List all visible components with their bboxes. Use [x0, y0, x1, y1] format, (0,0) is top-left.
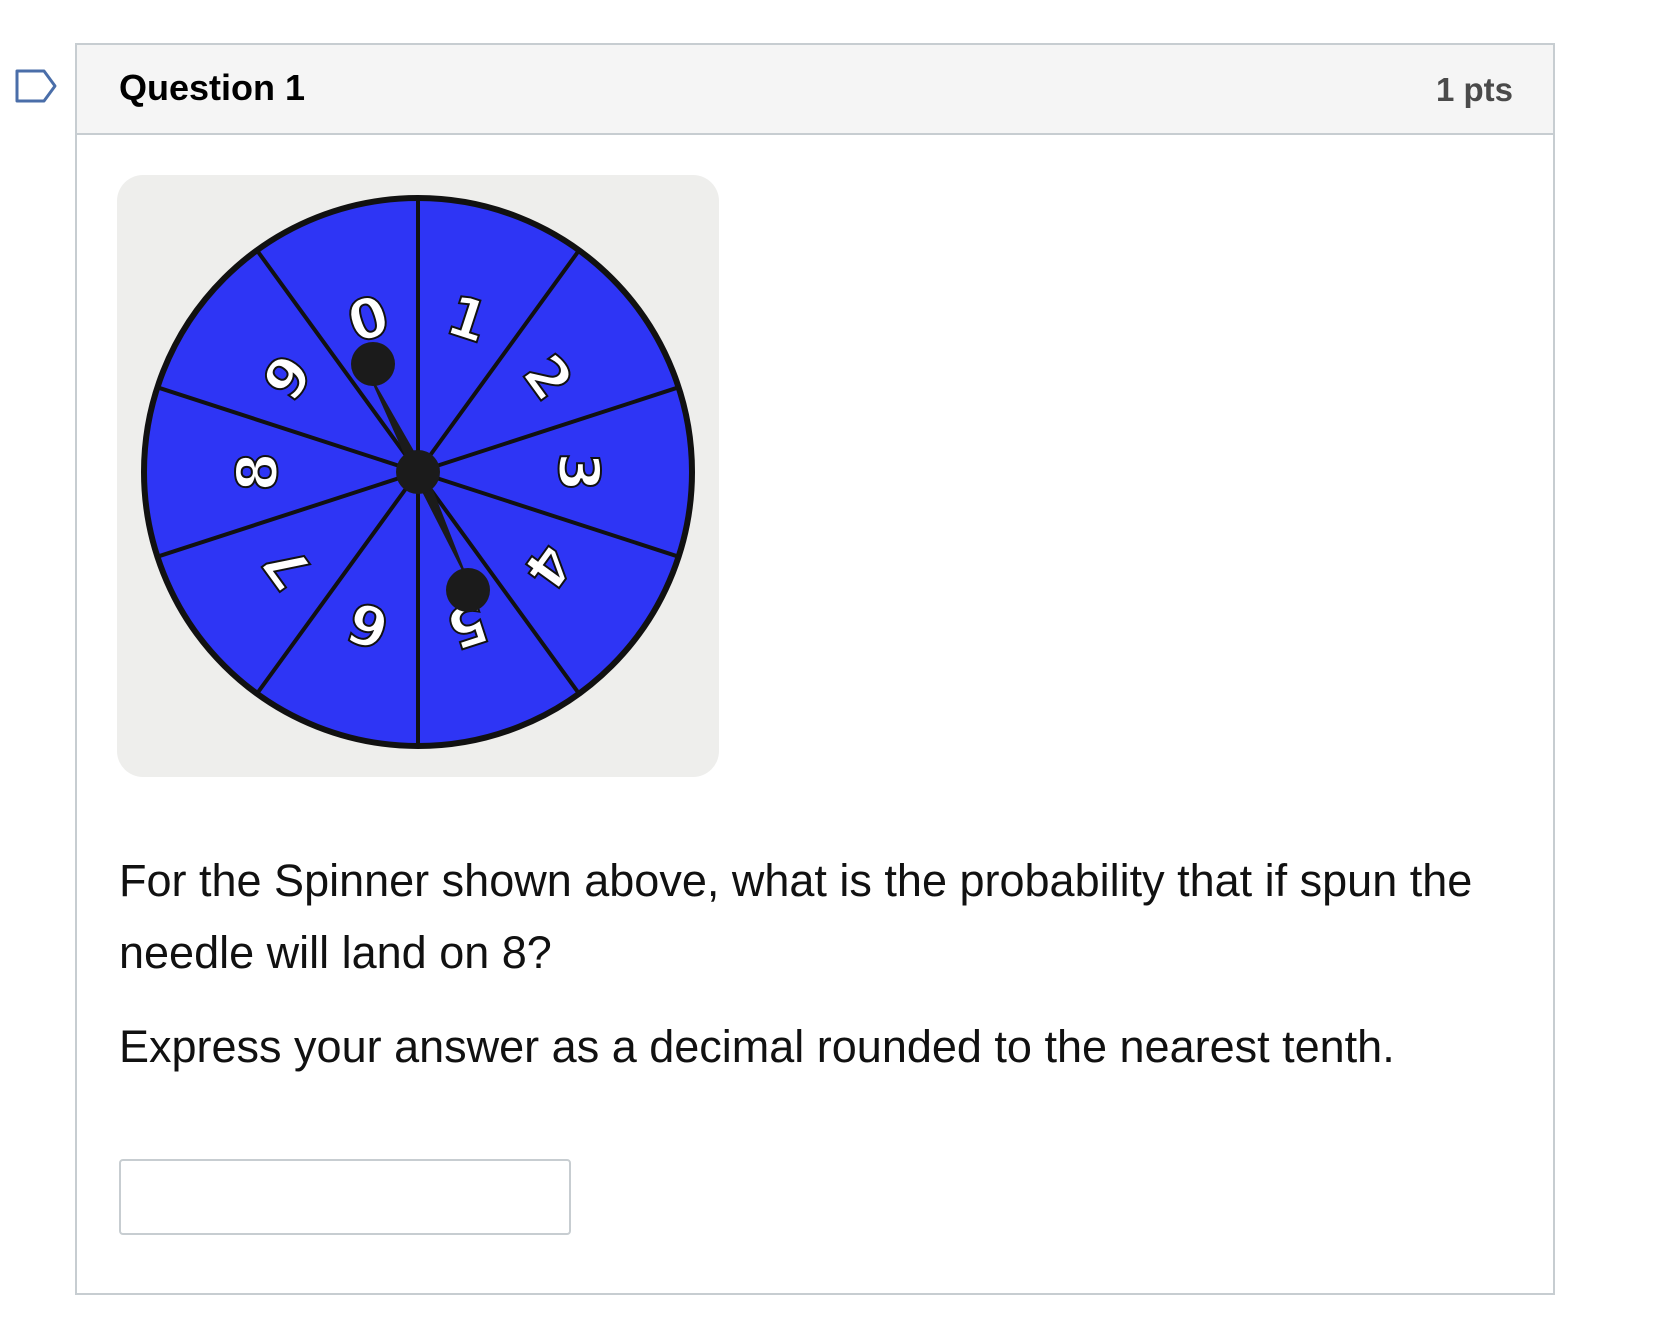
needle-hub [396, 450, 440, 494]
spinner-divider [255, 249, 420, 474]
question-header: Question 1 1 pts [77, 45, 1553, 135]
flag-question-icon[interactable] [14, 68, 58, 104]
needle-tip [446, 568, 490, 612]
question-prompt: For the Spinner shown above, what is the… [119, 855, 1473, 978]
spinner-divider [255, 470, 420, 695]
question-title: Question 1 [119, 67, 306, 108]
spinner-divider [416, 249, 581, 474]
spinner-number-8: 8 [226, 453, 291, 492]
spinner-needle [351, 342, 490, 612]
question-points: 1 pts [1435, 71, 1513, 108]
spinner-divider [156, 385, 419, 474]
question-instruction: Express your answer as a decimal rounded… [119, 1021, 1395, 1072]
spinner-divider [417, 470, 680, 559]
answer-input[interactable] [119, 1159, 571, 1235]
spinner-divider [416, 470, 581, 695]
spinner-number-3: 3 [546, 453, 611, 492]
spinner-divider [156, 470, 419, 559]
needle-tail [351, 342, 395, 386]
spinner-divider [417, 385, 680, 474]
question-text: For the Spinner shown above, what is the… [119, 845, 1519, 1105]
